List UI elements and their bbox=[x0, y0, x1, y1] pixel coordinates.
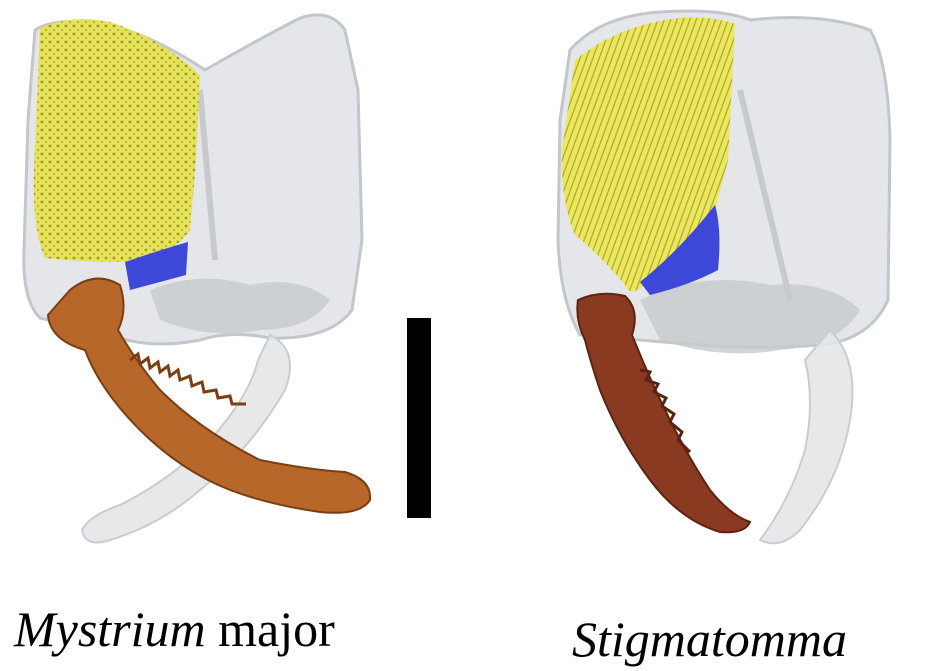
caption-mystrium-major: Mystrium major bbox=[14, 604, 335, 654]
scale-bar bbox=[407, 318, 431, 518]
specimen-mystrium-major bbox=[22, 13, 372, 544]
blue-muscle-right bbox=[640, 205, 720, 295]
caption-stigmatomma: Stigmatomma bbox=[572, 614, 847, 664]
specimen-stigmatomma bbox=[556, 9, 892, 545]
mandible-right bbox=[576, 292, 752, 534]
yellow-muscle-right bbox=[561, 17, 735, 292]
blue-muscle-left bbox=[125, 242, 188, 290]
inner-structure-right bbox=[640, 280, 860, 354]
caption-left-genus: Mystrium bbox=[14, 601, 206, 657]
caption-right-genus: Stigmatomma bbox=[572, 611, 847, 667]
ghost-mandible-right bbox=[758, 328, 854, 545]
inner-structure-left bbox=[150, 278, 330, 334]
mandible-left bbox=[46, 277, 372, 514]
caption-left-species: major bbox=[218, 601, 335, 657]
yellow-muscle-left bbox=[33, 19, 200, 262]
